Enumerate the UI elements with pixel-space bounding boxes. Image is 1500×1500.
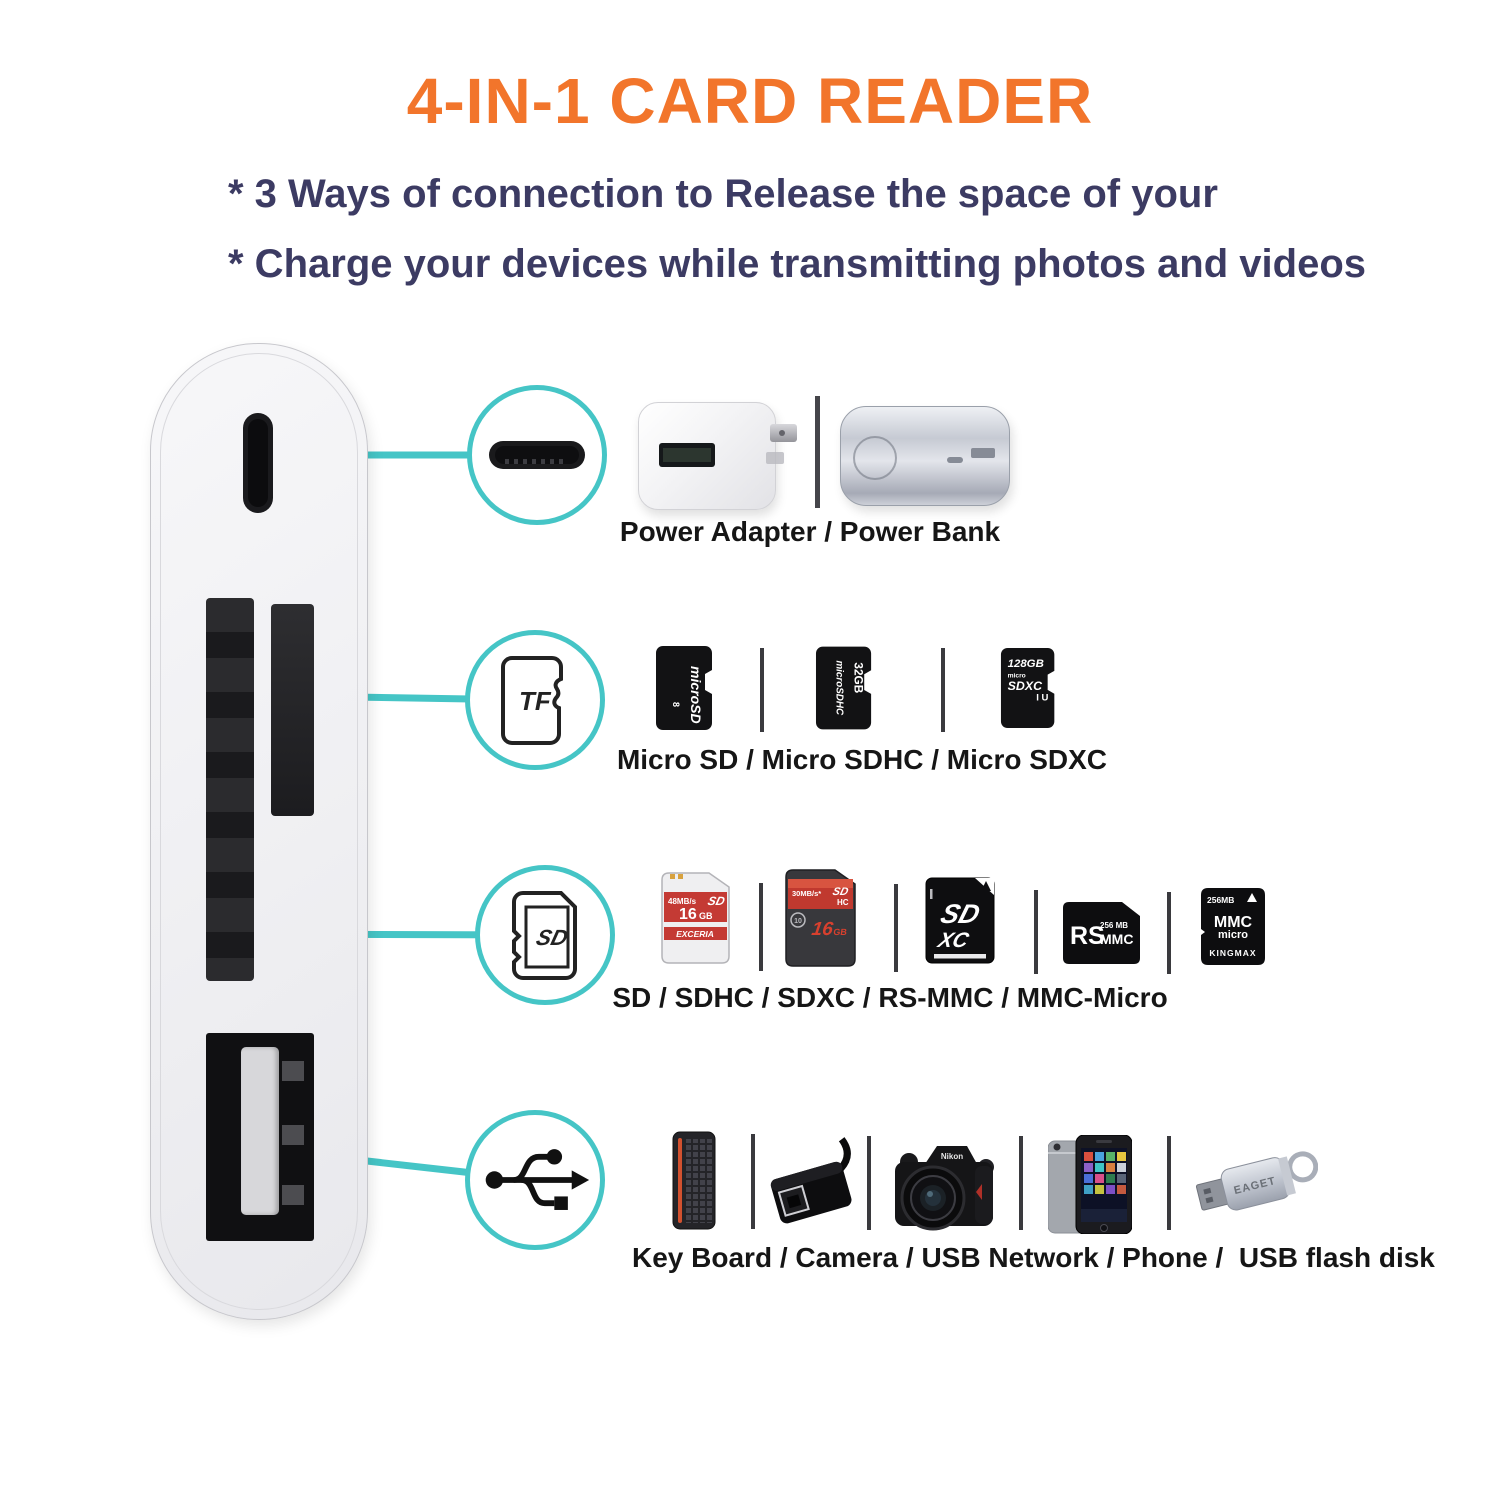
power-callout-circle [467, 385, 607, 525]
tf-callout-circle: TF [465, 630, 605, 770]
svg-text:SD: SD [706, 894, 726, 908]
phone-photo [1048, 1135, 1132, 1234]
svg-text:microSDHC: microSDHC [834, 660, 845, 716]
page-title: 4-IN-1 CARD READER [406, 65, 1094, 137]
usb-callout-circle [465, 1110, 605, 1250]
item-divider [1034, 890, 1038, 974]
row-label-usb: Key Board / Camera / USB Network / Phone… [632, 1242, 1435, 1273]
keyboard-photo [672, 1131, 716, 1230]
adapter-plug-prong [766, 452, 784, 464]
usb-contact [282, 1125, 304, 1145]
power-bank-input-port [947, 457, 963, 463]
svg-text:MMC: MMC [1214, 914, 1253, 931]
svg-text:KINGMAX: KINGMAX [1209, 948, 1256, 958]
lightning-port [243, 413, 273, 513]
svg-text:8: 8 [671, 702, 681, 707]
usb-ethernet-adapter-photo [770, 1137, 852, 1224]
svg-text:256 MB: 256 MB [1100, 921, 1128, 930]
sd-card-exceria-photo: 48MB/s SD 16 GB EXCERIA [661, 872, 730, 964]
item-divider [1167, 1136, 1171, 1230]
micro-sdhc-card-photo: 32GB microSDHC [815, 646, 872, 730]
svg-text:GB: GB [833, 927, 848, 937]
svg-text:micro: micro [1008, 673, 1026, 680]
svg-text:48MB/s: 48MB/s [668, 897, 697, 906]
micro-sd-slot [271, 604, 314, 816]
item-divider [1167, 892, 1171, 974]
svg-text:SD: SD [831, 886, 849, 898]
power-bank-button [853, 436, 897, 480]
svg-text:HC: HC [837, 898, 849, 907]
svg-text:256MB: 256MB [1207, 895, 1234, 905]
sd-card-slot [206, 598, 254, 981]
usb-trident-icon [485, 1149, 590, 1210]
sdxc-card-photo: SD XC [925, 877, 995, 964]
micro-sdxc-card-photo: 128GB micro SDXC I U [1000, 647, 1055, 729]
micro-sd-card-photo: microSD 8 [656, 646, 712, 730]
row-label-sd: SD / SDHC / SDXC / RS-MMC / MMC-Micro [612, 982, 1168, 1013]
svg-text:EXCERIA: EXCERIA [676, 929, 714, 939]
sd-card-icon: SD [512, 891, 577, 980]
tf-card-icon: TF [501, 656, 563, 745]
adapter-plug-prong [770, 424, 797, 442]
power-bank-photo [840, 406, 1010, 506]
svg-text:RS: RS [1070, 922, 1105, 950]
power-bank-usb-port [971, 448, 995, 458]
item-divider [867, 1136, 871, 1230]
mmc-micro-card-photo: 256MB MMC micro KINGMAX [1201, 888, 1265, 965]
svg-text:30MB/s*: 30MB/s* [792, 889, 821, 898]
svg-text:128GB: 128GB [1008, 658, 1044, 670]
lightning-connector-icon [489, 441, 585, 469]
item-divider [760, 648, 764, 732]
item-divider [941, 648, 945, 732]
card-reader-device [150, 343, 368, 1320]
svg-text:32GB: 32GB [851, 662, 865, 693]
usb-flash-drive-photo: EAGET [1195, 1151, 1318, 1211]
svg-text:I U: I U [1036, 692, 1048, 703]
usb-contact [282, 1061, 304, 1081]
svg-text:micro: micro [1218, 929, 1248, 941]
bullet-line-1: * 3 Ways of connection to Release the sp… [228, 172, 1218, 216]
svg-text:TF: TF [519, 686, 552, 716]
sd-callout-circle: SD [475, 865, 615, 1005]
power-adapter-photo [638, 402, 776, 510]
usb-a-port [206, 1033, 314, 1241]
adapter-usb-socket [659, 443, 715, 467]
rs-mmc-card-photo: RS 256 MB MMC [1063, 902, 1140, 964]
item-divider [815, 396, 820, 508]
usb-contact [282, 1185, 304, 1205]
row-label-micro-sd: Micro SD / Micro SDHC / Micro SDXC [616, 744, 1108, 775]
svg-text:Nikon: Nikon [941, 1152, 963, 1161]
item-divider [751, 1134, 755, 1229]
svg-text:SD: SD [937, 898, 983, 928]
svg-text:GB: GB [699, 911, 713, 921]
svg-text:16: 16 [679, 906, 697, 923]
sdhc-card-photo: 30MB/s* SD HC 10 16 GB [785, 869, 856, 967]
row-label-power: Power Adapter / Power Bank [619, 516, 1001, 547]
svg-text:SDXC: SDXC [1008, 679, 1043, 693]
svg-text:SD: SD [534, 925, 571, 950]
svg-text:16: 16 [810, 919, 834, 940]
item-divider [1019, 1136, 1023, 1230]
bullet-line-2: * Charge your devices while transmitting… [228, 242, 1367, 286]
item-divider [894, 884, 898, 972]
device-inner-outline [160, 353, 358, 1310]
usb-port-tongue [241, 1047, 279, 1215]
svg-text:XC: XC [935, 928, 972, 952]
svg-text:MMC: MMC [1100, 931, 1133, 947]
item-divider [759, 883, 763, 971]
svg-text:10: 10 [794, 918, 802, 925]
dslr-camera-photo: Nikon [895, 1146, 994, 1231]
svg-text:microSD: microSD [688, 666, 704, 724]
